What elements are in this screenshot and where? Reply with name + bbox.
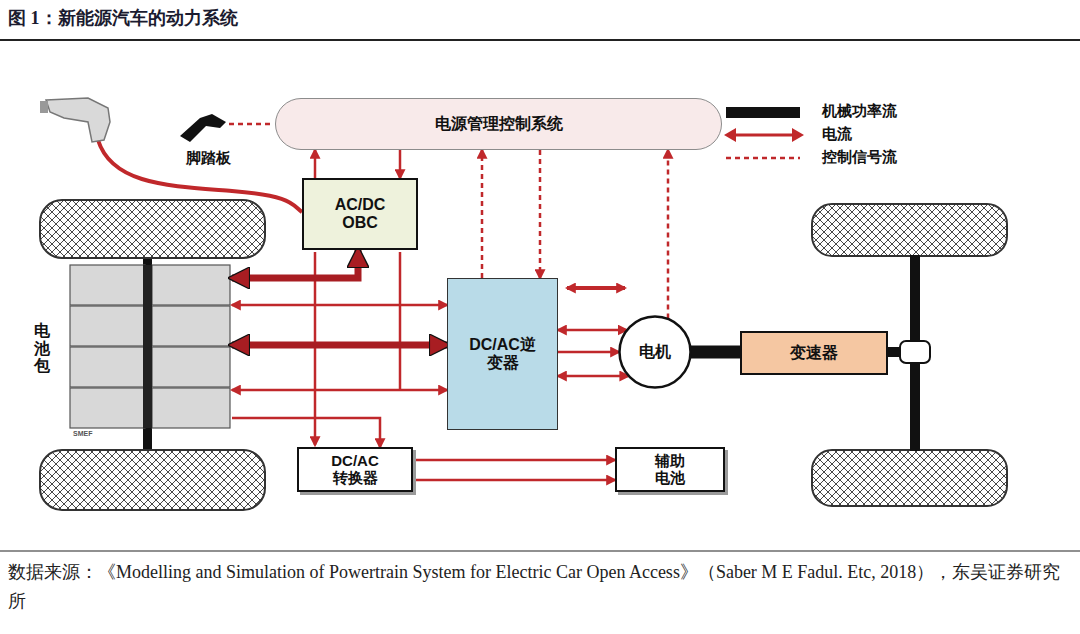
current-arrow xyxy=(558,351,619,354)
maker-mark: SMEF xyxy=(73,430,92,437)
inverter-box: DC/AC逆变器 xyxy=(447,278,558,430)
charger-box: AC/DC OBC xyxy=(302,178,418,250)
front-axle xyxy=(143,228,152,480)
node-text: DC/AC 转换器 xyxy=(322,452,388,487)
control-signal-line xyxy=(229,123,273,126)
control-system-band: 电源管理控制系统 xyxy=(275,98,722,150)
legend-swatch xyxy=(724,149,804,167)
wheel xyxy=(40,200,265,258)
charging-plug xyxy=(40,101,48,113)
differential xyxy=(900,341,930,363)
source-caption: 数据来源：《Modelling and Simulation of Powert… xyxy=(8,558,1072,616)
pedal-icon xyxy=(180,114,226,142)
charging-gun xyxy=(46,98,110,142)
current-arrow xyxy=(232,250,358,278)
mechanical-power-link xyxy=(691,346,740,359)
node-text: 电机 xyxy=(639,343,671,361)
battery-cells xyxy=(70,265,230,428)
pack-spine xyxy=(143,265,152,428)
legend-row: 机械功率流 xyxy=(724,102,897,121)
current-arrow xyxy=(399,150,402,178)
current-arrow xyxy=(413,459,615,462)
current-arrow xyxy=(232,418,380,447)
wheel xyxy=(40,450,265,510)
control-signal-arrow xyxy=(481,150,484,278)
wheel xyxy=(812,204,1007,256)
caption-rule xyxy=(0,550,1080,551)
legend-text: 机械功率流 xyxy=(822,102,897,121)
pedal-label: 脚踏板 xyxy=(186,149,231,168)
current-arrow xyxy=(413,479,615,482)
title-rule xyxy=(0,39,1080,41)
legend-text: 控制信号流 xyxy=(822,148,897,167)
legend-swatch xyxy=(724,126,804,144)
current-arrow xyxy=(232,304,447,307)
current-arrow xyxy=(558,375,628,378)
current-arrow xyxy=(232,342,447,349)
battery-pack: 电池包 xyxy=(30,265,232,432)
node-text: AC/DC OBC xyxy=(328,196,392,233)
node-text: 辅助电池 xyxy=(654,452,687,487)
current-arrow xyxy=(232,389,447,392)
node-text: 电源管理控制系统 xyxy=(435,115,563,133)
aux-battery-box: 辅助电池 xyxy=(615,447,725,492)
figure-title: 图 1：新能源汽车的动力系统 xyxy=(8,6,238,30)
control-signal-arrow xyxy=(667,150,670,318)
charging-cable xyxy=(98,140,302,212)
legend-swatch xyxy=(724,103,804,121)
control-signal-arrow xyxy=(539,150,542,278)
node-text: DC/AC逆变器 xyxy=(469,336,537,373)
current-arrow xyxy=(558,329,627,332)
node-text: 电池包 xyxy=(34,322,50,375)
node-text: 变速器 xyxy=(790,344,838,362)
converter-box: DC/AC 转换器 xyxy=(297,447,413,492)
motor-circle: 电机 xyxy=(618,315,692,389)
legend-row: 电流 xyxy=(724,125,852,144)
wheel xyxy=(812,450,1007,506)
legend-text: 电流 xyxy=(822,125,852,144)
legend-row: 控制信号流 xyxy=(724,148,897,167)
gearbox-box: 变速器 xyxy=(740,331,888,375)
current-arrow xyxy=(314,150,317,178)
